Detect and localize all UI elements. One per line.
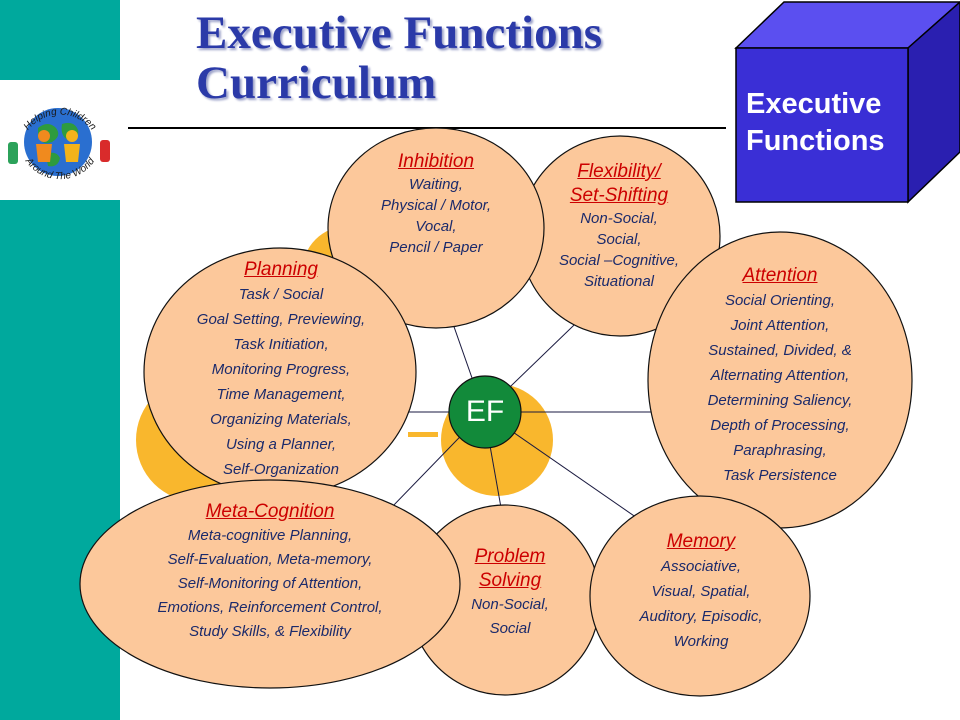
memory-bubble	[589, 495, 811, 697]
inhibition-text: Inhibition Waiting, Physical / Motor, Voca…	[336, 150, 536, 258]
bubble-line: Non-Social,	[580, 210, 658, 227]
inhibition-title: Inhibition	[397, 151, 475, 172]
meta-cognition-text: Meta-Cognition Meta-cognitive Planning, S…	[96, 500, 444, 644]
memory-text: Memory Associative, Visual, Spatial, Audit…	[606, 530, 796, 654]
executive-functions-cube	[734, 0, 960, 204]
planning-title: Planning	[244, 259, 318, 280]
bubble-line: Associative,	[660, 558, 742, 575]
title-line-1: Executive Functions	[196, 7, 603, 59]
bubble-line: Self-Monitoring of Attention,	[177, 575, 363, 592]
inhibition-lines: Waiting, Physical / Motor, Vocal, Pencil / …	[381, 174, 491, 258]
bubble-line: Self-Organization	[223, 461, 339, 478]
meta-cognition-title: Meta-Cognition	[205, 501, 335, 522]
logo: Helping Children Around The World	[0, 80, 120, 200]
bubble-line: Situational	[583, 273, 655, 290]
bubble-line: Physical / Motor,	[380, 197, 492, 214]
attention-text: Attention Social Orienting, Joint Attenti…	[660, 264, 900, 488]
bubble-line: Working	[673, 633, 729, 650]
bubble-line: Monitoring Progress,	[211, 361, 351, 378]
ef-center-node	[448, 375, 522, 449]
bubble-line: Using a Planner,	[225, 436, 337, 453]
bubble-line: Study Skills, & Flexibility	[189, 623, 351, 640]
cube-line-2: Functions	[746, 125, 885, 157]
bubble-line: Non-Social,	[471, 596, 549, 613]
bubble-line: Sustained, Divided, &	[708, 342, 852, 359]
bubble-line: Organizing Materials,	[210, 411, 352, 428]
bubble-line: Determining Saliency,	[707, 392, 853, 409]
bubble-line: Waiting,	[409, 176, 463, 193]
flexibility-title-2: Set-Shifting	[569, 185, 669, 206]
attention-lines: Social Orienting, Joint Attention, Sustain…	[708, 288, 853, 488]
bubble-line: Joint Attention,	[730, 317, 830, 334]
bubble-line: Visual, Spatial,	[651, 583, 751, 600]
bubble-line: Social –Cognitive,	[558, 252, 680, 269]
bubble-line: Vocal,	[415, 218, 457, 235]
flexibility-lines: Non-Social, Social, Social –Cognitive, Situ…	[559, 208, 679, 292]
bubble-line: Meta-cognitive Planning,	[187, 527, 353, 544]
title-line-2: Curriculum	[196, 57, 437, 109]
cube-label: Executive Functions	[746, 86, 885, 160]
bubble-line: Emotions, Reinforcement Control,	[157, 599, 383, 616]
bubble-line: Task Persistence	[723, 467, 837, 484]
meta-cognition-bubble	[79, 479, 461, 689]
bubble-line: Auditory, Episodic,	[639, 608, 763, 625]
cube-line-1: Executive	[746, 88, 882, 120]
flexibility-title-1: Flexibility/	[577, 161, 661, 182]
bubble-line: Task Initiation,	[233, 336, 329, 353]
bubble-line: Self-Evaluation, Meta-memory,	[167, 551, 373, 568]
children-icon	[8, 130, 110, 164]
bubble-line: Social Orienting,	[724, 292, 836, 309]
bubble-line: Social	[489, 620, 531, 637]
inhibition-bubble	[327, 127, 545, 329]
bubble-line: Task / Social	[238, 286, 324, 303]
meta-cognition-lines: Meta-cognitive Planning, Self-Evaluation,…	[157, 524, 382, 644]
flexibility-text: Flexibility/ Set-Shifting Non-Social, Soc…	[524, 160, 714, 292]
page-title: Executive Functions Curriculum	[196, 8, 602, 108]
ef-label: EF	[465, 395, 505, 428]
attention-title: Attention	[742, 265, 818, 286]
memory-title: Memory	[666, 531, 736, 552]
bubble-line: Paraphrasing,	[733, 442, 827, 459]
problem-title-1: Problem	[474, 546, 546, 567]
globe-children-logo: Helping Children Around The World	[8, 106, 110, 182]
bubble-line: Goal Setting, Previewing,	[196, 311, 366, 328]
bubble-line: Depth of Processing,	[710, 417, 850, 434]
bubble-line: Pencil / Paper	[389, 239, 483, 256]
problem-solving-lines: Non-Social, Social	[471, 593, 549, 641]
problem-solving-text: Problem Solving Non-Social, Social	[440, 545, 580, 641]
problem-title-2: Solving	[478, 570, 542, 591]
bubble-line: Time Management,	[216, 386, 346, 403]
memory-lines: Associative, Visual, Spatial, Auditory, Ep…	[639, 554, 762, 654]
bubble-line: Alternating Attention,	[710, 367, 850, 384]
bubble-line: Social,	[596, 231, 642, 248]
